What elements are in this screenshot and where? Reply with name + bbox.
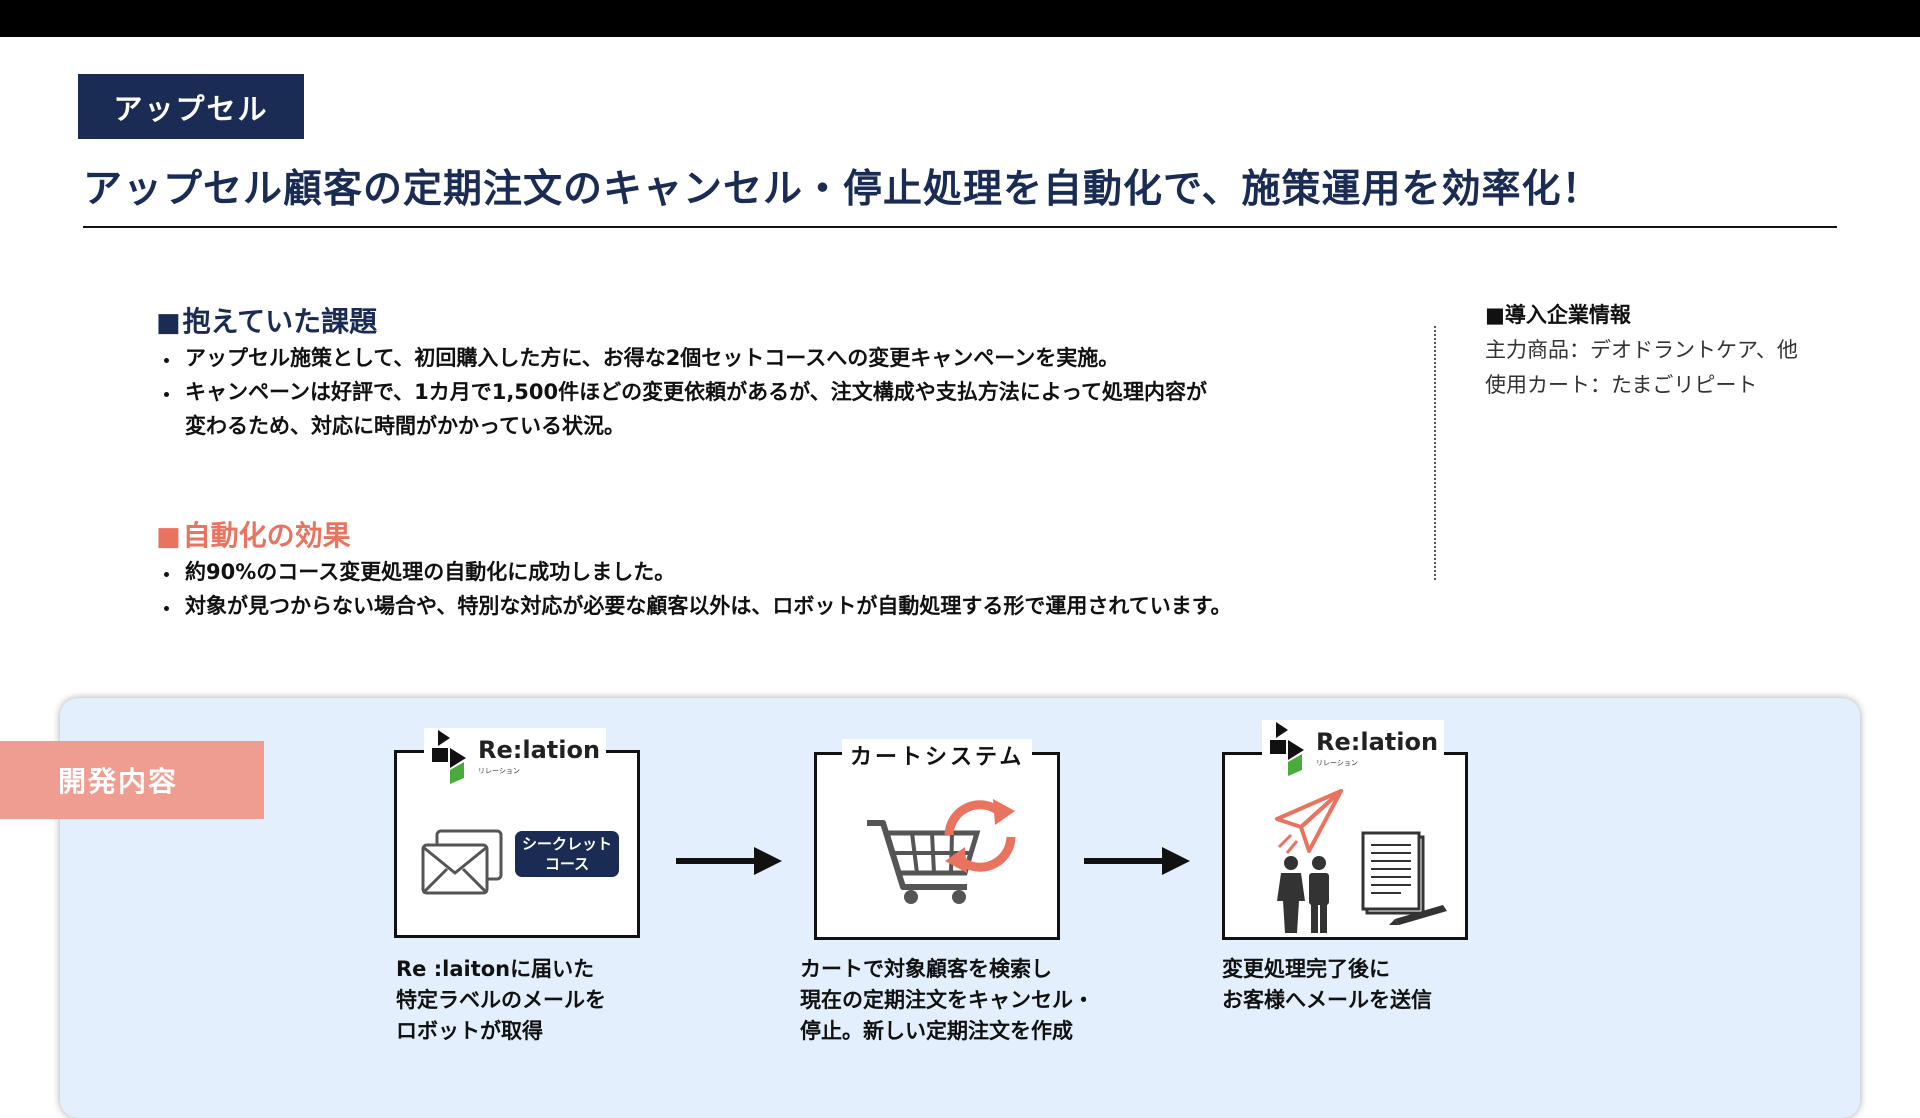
- square-icon: ■: [1485, 303, 1505, 327]
- arrow-right-icon: [1084, 847, 1190, 875]
- effects-title: 自動化の効果: [182, 519, 351, 552]
- people-icon: [1277, 856, 1329, 933]
- company-info: ■導入企業情報 主力商品：デオドラントケア、他 使用カート：たまごリピート: [1485, 298, 1798, 403]
- development-tab: 開発内容: [0, 741, 264, 819]
- issues-heading: ■抱えていた課題: [156, 300, 377, 340]
- arrow-right-icon: [676, 847, 782, 875]
- category-tag: アップセル: [78, 74, 304, 139]
- effects-list: 約90%のコース変更処理の自動化に成功しました。 対象が見つからない場合や、特別…: [156, 555, 1232, 623]
- issues-list: アップセル施策として、初回購入した方に、お得な2個セットコースへの変更キャンペー…: [156, 341, 1207, 443]
- cart-system-label: カートシステム: [842, 739, 1033, 771]
- list-item: キャンペーンは好評で、1カ月で1,500件ほどの変更依頼があるが、注文構成や支払…: [181, 375, 1207, 409]
- company-cart: 使用カート：たまごリピート: [1485, 373, 1758, 397]
- secret-course-badge: シークレット コース: [515, 831, 619, 877]
- company-info-heading: ■導入企業情報: [1485, 303, 1631, 327]
- list-item: 約90%のコース変更処理の自動化に成功しました。: [181, 555, 1232, 589]
- paper-plane-icon: [1275, 789, 1343, 854]
- step3-caption: 変更処理完了後に お客様へメールを送信: [1222, 957, 1432, 1012]
- step1-caption: Re :laitonに届いた 特定ラベルのメールを ロボットが取得: [396, 957, 606, 1043]
- relation-logo: Re:lation リレーション: [424, 728, 607, 786]
- document-icon: [1361, 831, 1447, 925]
- relation-logo-icon: [1270, 722, 1304, 776]
- company-product: 主力商品：デオドラントケア、他: [1485, 338, 1798, 362]
- title-divider: [83, 226, 1837, 228]
- step3-box: [1222, 752, 1468, 940]
- vertical-dotted-divider: [1434, 326, 1436, 580]
- relation-logo-icon: [432, 730, 466, 784]
- relation-logo: Re:lation リレーション: [1262, 720, 1445, 778]
- mail-icon: [421, 829, 503, 895]
- issues-title: 抱えていた課題: [182, 305, 378, 338]
- effects-heading: ■自動化の効果: [156, 514, 351, 554]
- list-item: 対象が見つからない場合や、特別な対応が必要な顧客以外は、ロボットが自動処理する形…: [181, 589, 1232, 623]
- square-icon: ■: [156, 522, 181, 552]
- step2-box: [814, 752, 1060, 940]
- list-item: アップセル施策として、初回購入した方に、お得な2個セットコースへの変更キャンペー…: [181, 341, 1207, 375]
- step2-caption: カートで対象顧客を検索し 現在の定期注文をキャンセル・ 停止。新しい定期注文を作…: [800, 957, 1094, 1043]
- square-icon: ■: [156, 308, 181, 338]
- refresh-icon: [944, 799, 1016, 873]
- page-title: アップセル顧客の定期注文のキャンセル・停止処理を自動化で、施策運用を効率化！: [83, 167, 1602, 212]
- list-item: 変わるため、対応に時間がかかっている状況。: [185, 414, 625, 438]
- top-bar: [0, 0, 1920, 37]
